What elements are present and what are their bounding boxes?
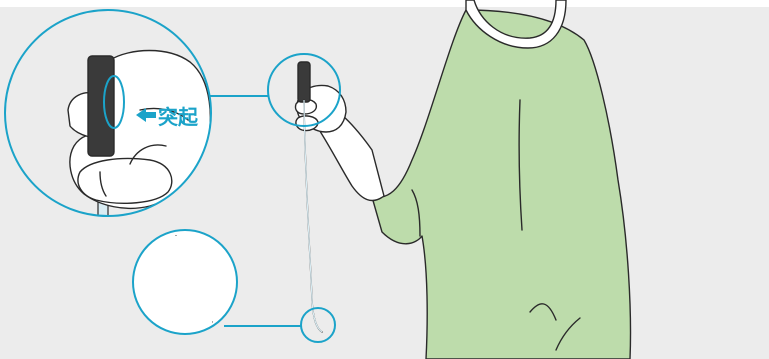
zoom-top-circle bbox=[4, 9, 212, 217]
protrusion-marker bbox=[103, 75, 125, 129]
zoom-bottom-bg bbox=[133, 230, 237, 334]
left-arrow-icon bbox=[136, 108, 156, 122]
zoom-bottom-content bbox=[173, 235, 213, 325]
tool-handle bbox=[297, 61, 311, 103]
shirt-fold-2 bbox=[411, 189, 421, 237]
person-shirt bbox=[371, 9, 632, 359]
zoom-top-content bbox=[67, 49, 211, 216]
person-neck bbox=[465, 0, 567, 49]
shirt-fold-1 bbox=[518, 99, 523, 231]
shirt-fold-4 bbox=[555, 317, 581, 351]
callout-handle-circle bbox=[267, 53, 341, 127]
protrusion-label: 突起 bbox=[158, 105, 199, 129]
shirt-fold-3 bbox=[529, 303, 557, 321]
protrusion-callout: 突起 bbox=[136, 105, 199, 129]
zoom-bottom-circle bbox=[132, 229, 238, 335]
hand-finger-2 bbox=[295, 115, 319, 132]
tool-rod-highlight bbox=[303, 99, 323, 333]
